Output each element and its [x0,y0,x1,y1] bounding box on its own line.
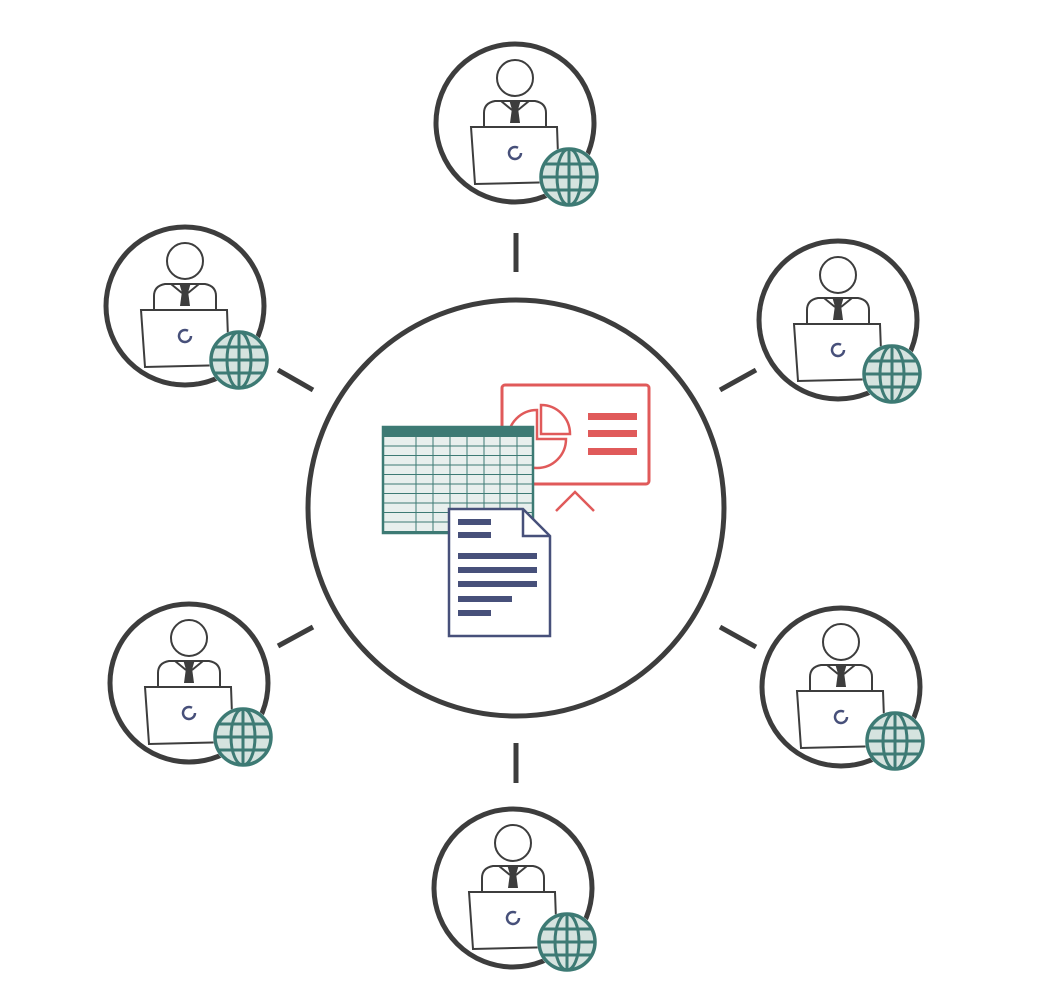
person-icon [157,619,221,687]
globe-icon [537,912,597,972]
document-icon [447,507,552,638]
connector-line [718,367,758,393]
globe-icon [539,147,599,207]
person-icon [809,623,873,691]
globe-icon [213,707,273,767]
user-node-bottom [431,806,597,972]
user-node-top [433,41,599,207]
laptop-logo-icon [830,342,846,358]
person-icon [153,242,217,310]
user-node-upper-right [756,238,922,404]
globe-icon [865,711,925,771]
laptop-logo-icon [833,709,849,725]
connector-line [718,624,758,650]
connector-lines [276,233,758,783]
user-nodes [103,41,925,972]
user-node-lower-right [759,605,925,771]
hub [305,297,727,719]
laptop-logo-icon [181,705,197,721]
person-icon [481,824,545,892]
laptop-logo-icon [505,910,521,926]
connector-line [276,367,315,393]
person-icon [806,256,870,324]
laptop-logo-icon [507,145,523,161]
globe-icon [209,330,269,390]
person-icon [483,59,547,127]
globe-icon [862,344,922,404]
user-node-upper-left [103,224,269,390]
laptop-logo-icon [177,328,193,344]
user-node-lower-left [107,601,273,767]
connector-line [276,624,315,649]
